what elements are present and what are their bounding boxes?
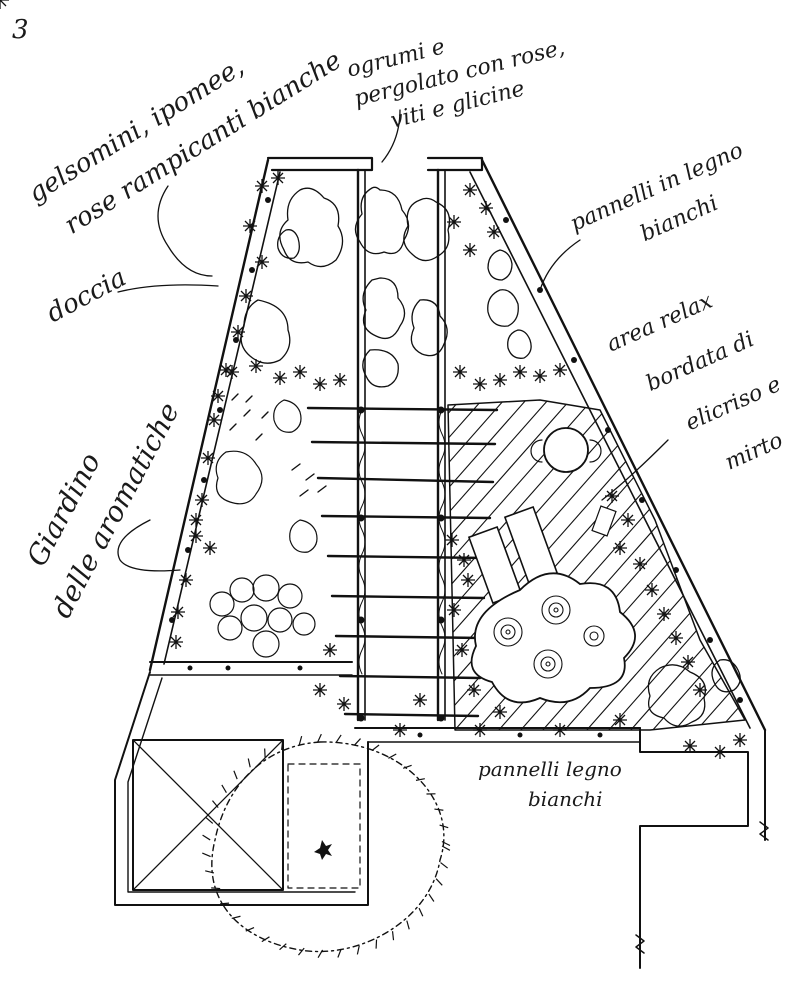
annotation-area-relax: area relax bordata di elicriso e mirto <box>603 288 787 475</box>
pergola <box>306 168 499 722</box>
citrus-shrubs <box>240 186 532 388</box>
tree-canopy <box>202 733 451 959</box>
annotation-line: mirto <box>721 428 786 475</box>
annotation-pannelli-bottom: pannelli legno bianchi <box>478 757 622 811</box>
annotation-line: elicriso e <box>682 372 785 436</box>
annotation-line: area relax <box>603 288 717 357</box>
edge-plantings <box>0 0 747 759</box>
herb-garden <box>209 393 327 658</box>
annotation-giardino: Giardino delle aromatiche <box>20 397 186 623</box>
annotation-top-left: gelsomini, ipomee, rose rampicanti bianc… <box>23 45 347 240</box>
annotation-line: bianchi <box>528 787 602 811</box>
planter-box <box>132 739 284 891</box>
annotation-doccia: doccia <box>42 262 131 329</box>
page-number: 3 <box>12 15 29 45</box>
annotation-pannelli-right: pannelli in legno bianchi <box>567 138 747 247</box>
annotation-line: pannelli legno <box>478 757 622 781</box>
leader-lines <box>117 109 669 572</box>
annotation-pergolato: ogrumi e pergolato con rose, viti e glic… <box>344 34 567 133</box>
